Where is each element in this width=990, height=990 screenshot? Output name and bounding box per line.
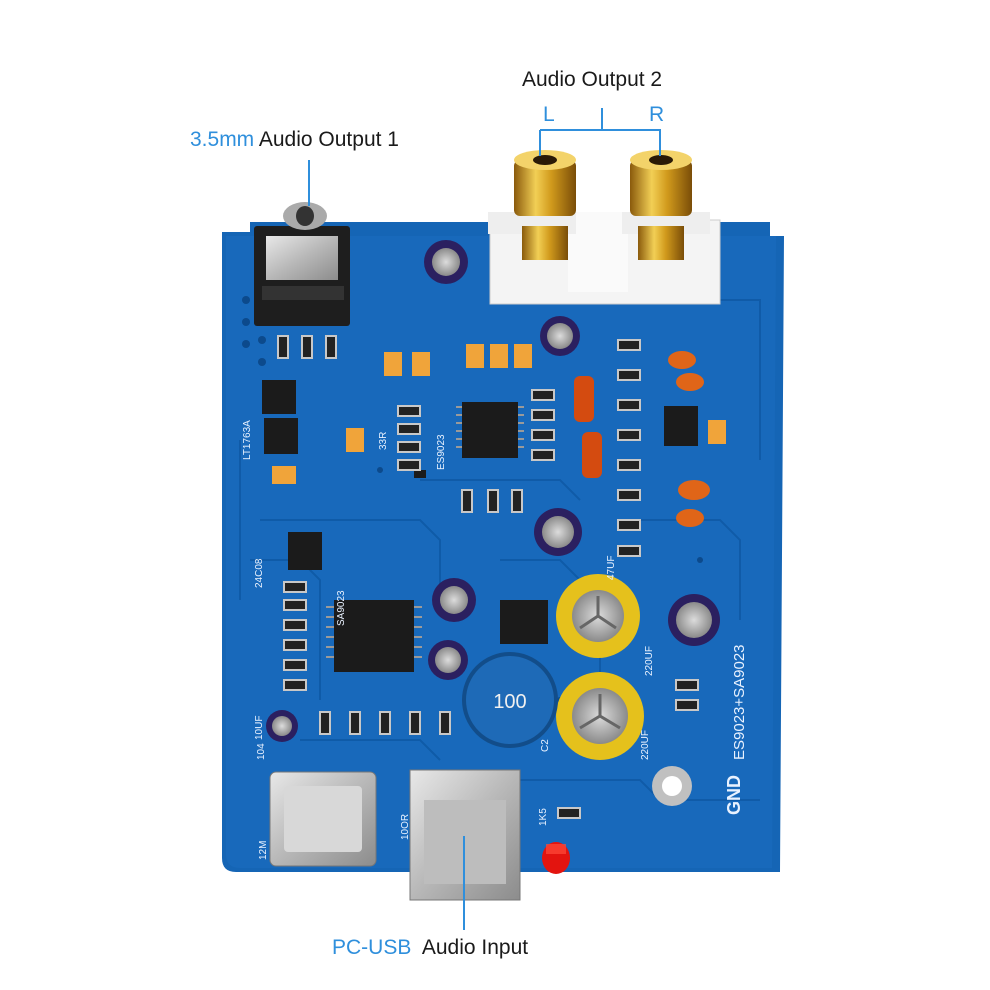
usb-chip-label: SA9023 bbox=[336, 590, 347, 626]
cap-10uf-label: 10UF bbox=[254, 716, 265, 740]
power-led bbox=[542, 842, 570, 874]
resistor-10or-label: 10OR bbox=[400, 814, 411, 840]
cap-47uf-label: 47UF bbox=[606, 556, 617, 580]
callout-lines bbox=[308, 108, 661, 930]
dac-chip-label: ES9023 bbox=[436, 434, 447, 470]
large-electrolytic-caps bbox=[556, 574, 644, 760]
audio-output-1-label: 3.5mm Audio Output 1 bbox=[190, 128, 399, 152]
output1-text: Audio Output 1 bbox=[258, 128, 399, 151]
board-model-label: ES9023+SA9023 bbox=[731, 644, 748, 760]
channel-right-label: R bbox=[649, 103, 665, 126]
ltc-chip-label: LT1763A bbox=[242, 420, 253, 460]
cap-220uf-label-b: 220UF bbox=[644, 646, 655, 676]
inductor: 100 bbox=[462, 652, 558, 748]
ceramic-capacitors bbox=[574, 351, 710, 527]
crystal-oscillator bbox=[269, 771, 377, 867]
eeprom-chip-label: 24C08 bbox=[254, 558, 265, 588]
cap-104-label: 104 bbox=[256, 743, 267, 760]
ic-chips bbox=[262, 380, 698, 672]
cap-220uf-label-a: 220UF bbox=[640, 730, 651, 760]
resistor-33r-label: 33R bbox=[378, 432, 389, 450]
audio-input-label: PC-USB Audio Input bbox=[332, 936, 528, 960]
smd-resistors bbox=[277, 335, 699, 819]
gnd-label: GND bbox=[724, 775, 744, 815]
channel-left-label: L bbox=[543, 103, 555, 126]
audio-output-2-label: Audio Output 2 bbox=[522, 68, 663, 91]
inductor-marking: 100 bbox=[493, 691, 526, 713]
input-text: Audio Input bbox=[421, 936, 529, 959]
output1-highlight: 3.5mm bbox=[190, 128, 255, 151]
c2-label: C2 bbox=[540, 739, 551, 752]
input-highlight: PC-USB bbox=[332, 936, 412, 959]
rca-connectors bbox=[488, 150, 721, 305]
crystal-label: 12M bbox=[258, 841, 269, 860]
resistor-1k5-label: 1K5 bbox=[538, 808, 549, 826]
gnd-mount-hole bbox=[652, 766, 692, 806]
ic-pins bbox=[326, 406, 524, 658]
audio-jack-3-5mm bbox=[254, 202, 350, 326]
small-electrolytic-caps bbox=[266, 240, 720, 742]
tantalum-capacitors bbox=[272, 344, 726, 484]
